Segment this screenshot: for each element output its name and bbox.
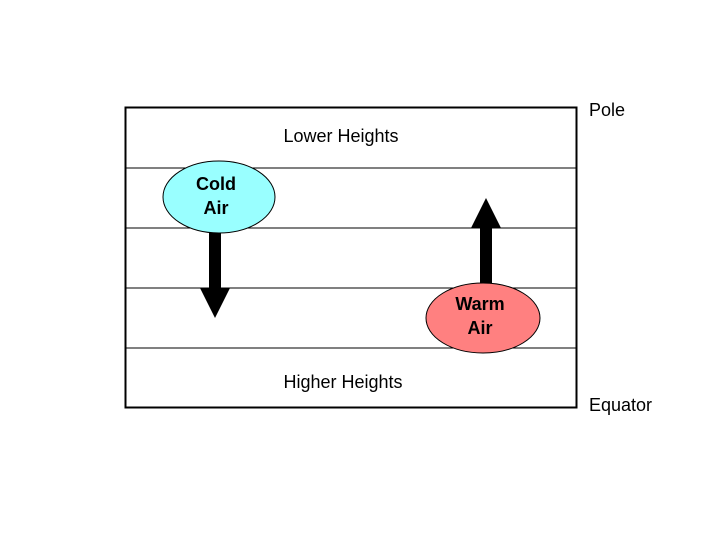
warm-air-arrowhead <box>471 198 501 228</box>
cold-air-label-line1: Cold <box>196 174 236 194</box>
cold-air-bubble <box>162 160 276 234</box>
equator-label: Equator <box>589 395 652 415</box>
warm-air-label-line1: Warm <box>455 294 504 314</box>
cold-air-label-line2: Air <box>203 198 228 218</box>
diagram-frame <box>124 106 578 409</box>
pole-label: Pole <box>589 100 625 120</box>
warm-air-arrow-shaft <box>480 226 492 290</box>
cold-air-arrowhead <box>200 288 230 318</box>
warm-air-bubble <box>425 282 541 354</box>
cold-air-arrow-shaft <box>209 230 221 290</box>
higher-heights-label: Higher Heights <box>283 372 402 392</box>
cold-air-arrow <box>200 230 230 318</box>
warm-air-arrow <box>471 198 501 290</box>
lower-heights-label: Lower Heights <box>283 126 398 146</box>
warm-air-label-line2: Air <box>467 318 492 338</box>
